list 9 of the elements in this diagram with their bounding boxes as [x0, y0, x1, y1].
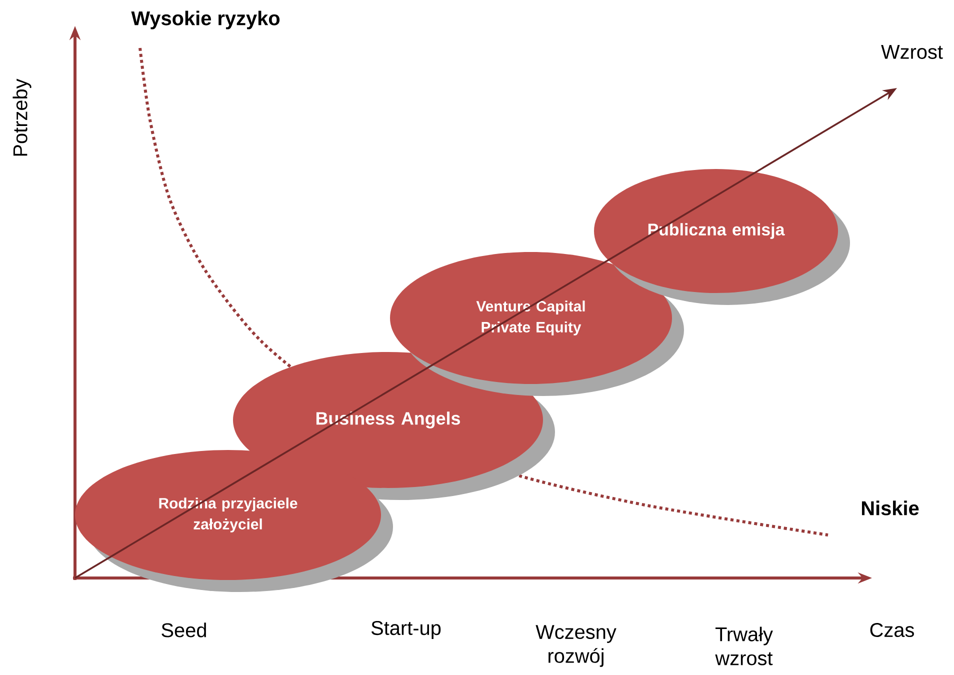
axis-label: Potrzeby: [12, 78, 32, 156]
risk-label: Niskie: [862, 500, 919, 516]
stage-label: Start-up: [371, 620, 441, 640]
risk-label: Wysokie ryzyko: [131, 10, 280, 30]
axis-label: Wzrost: [881, 45, 943, 59]
stage-label: Seed: [162, 622, 206, 638]
stage-label: Trwały wzrost: [715, 626, 773, 666]
axis-label: Czas: [870, 622, 914, 638]
stage-label: Wczesny rozwój: [536, 625, 616, 667]
